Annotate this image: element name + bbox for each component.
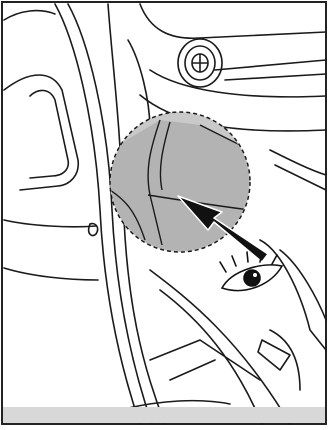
caption-bar xyxy=(3,407,325,423)
